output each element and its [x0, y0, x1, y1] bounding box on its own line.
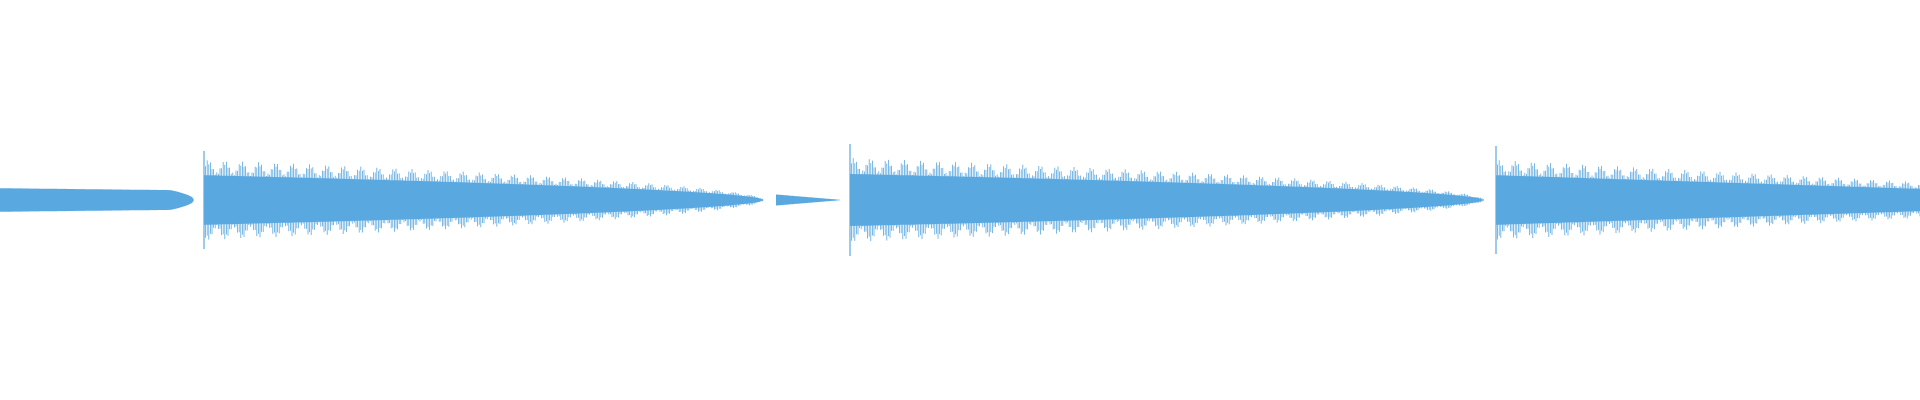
waveform-segment	[776, 194, 840, 206]
waveform-segment	[203, 151, 764, 249]
waveform-segment	[1495, 146, 1920, 254]
waveform-segment	[0, 188, 194, 212]
waveform-envelope	[776, 194, 840, 206]
waveform-envelope	[0, 188, 194, 212]
waveform-segment	[849, 144, 1484, 256]
